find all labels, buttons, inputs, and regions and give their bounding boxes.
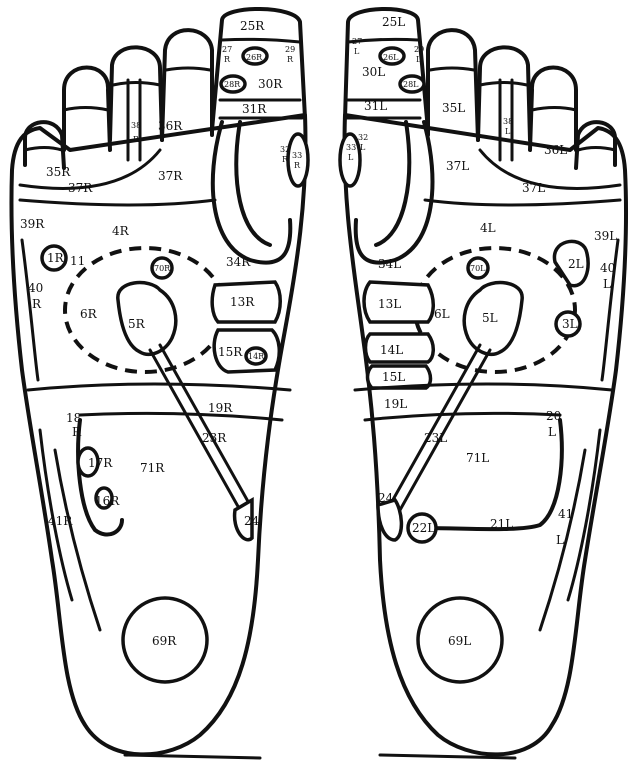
label-36: 36L [544,143,567,157]
svg-text:L: L [416,55,422,64]
label-5: 5L [482,311,498,325]
zone-33-oval [288,134,308,186]
label-21: 21L [490,517,513,531]
label-2: 2L [568,257,584,271]
third-toe [478,47,530,140]
svg-text:R: R [287,55,294,64]
label-14: 14L [380,343,403,357]
label-5: 5R [128,317,146,331]
label-71: 71R [140,461,165,475]
label-71: 71L [466,451,489,465]
label-41: 41 [558,507,573,521]
zone-24 [378,500,401,540]
label-11: 11 [70,254,85,268]
label-36: 36R [158,119,183,133]
label-16: 16R [95,494,120,508]
label-23: 23L [424,431,447,445]
label-38: 38 [503,117,513,126]
label-13: 13R [230,295,255,309]
svg-text:L: L [348,153,354,162]
label-27: 27 [352,37,362,46]
label-34: 34R [226,255,251,269]
label-30: 30L [362,65,385,79]
label-13: 13L [378,297,401,311]
label-39: 39R [20,217,45,231]
svg-text:L: L [603,277,611,291]
label-14: 14R [248,352,265,361]
label-27: 27 [222,45,232,54]
label-24: 24 [378,491,394,505]
label-37b: 37R [158,169,183,183]
svg-text:R: R [224,55,231,64]
label-23: 23R [202,431,227,445]
label-32: 32 [280,145,290,154]
label-25: 25R [240,19,265,33]
svg-text:L: L [505,127,511,136]
svg-text:L: L [354,47,360,56]
svg-text:R: R [32,297,42,311]
label-19: 19L [384,397,407,411]
label-24: 24 [244,514,260,528]
right-foot-sole: 25R 26R 27 R 28R 29 R 30R 31R 32 R 33 R … [11,9,308,758]
label-69: 69R [152,634,177,648]
svg-text:R: R [282,155,289,164]
label-4: 4L [480,221,496,235]
label-69: 69L [448,634,471,648]
label-22: 22L [412,521,435,535]
label-37b: 37L [522,181,545,195]
label-26: 26L [383,53,399,62]
label-18: 18 [66,411,81,425]
label-35: 35L [442,101,465,115]
svg-text:L: L [556,533,564,547]
label-6: 6R [80,307,98,321]
label-28: 28R [224,80,241,89]
second-toe [428,30,478,140]
label-30: 30R [258,77,283,91]
label-40: 40 [28,281,43,295]
label-39: 39L [594,229,617,243]
label-4: 4R [112,224,130,238]
label-37a: 37R [68,181,93,195]
label-19: 19R [208,401,233,415]
label-15: 15R [218,345,243,359]
label-20: 20 [546,409,561,423]
label-35: 35R [46,165,71,179]
label-41: 41R [48,514,73,528]
zone-5-kidney [118,283,176,355]
left-foot-sole: 25L 26L 27 L 28L 29 L 30L 31L 32 L 33 L … [340,9,626,758]
label-1: 1R [47,251,65,265]
label-6: 6L [434,307,450,321]
svg-text:R: R [72,425,82,439]
label-28: 28L [403,80,419,89]
label-32: 32 [358,133,368,142]
label-33: 33 [292,151,302,160]
label-38: 38 [131,121,141,130]
label-29: 29 [414,45,424,54]
label-29: 29 [285,45,295,54]
label-31: 31L [364,99,387,113]
label-33: 33 [346,143,356,152]
svg-text:L: L [360,143,366,152]
label-37a: 37L [446,159,469,173]
label-70: 70L [470,264,486,273]
label-31: 31R [242,102,267,116]
svg-text:R: R [294,161,301,170]
label-17: 17R [88,456,113,470]
svg-text:R: R [133,135,140,144]
label-26: 26R [246,53,263,62]
label-70: 70R [154,264,171,273]
svg-text:L: L [548,425,556,439]
label-25: 25L [382,15,405,29]
label-34: 34L [378,257,401,271]
label-40: 40 [600,261,615,275]
label-3: 3L [562,317,578,331]
label-15: 15L [382,370,405,384]
